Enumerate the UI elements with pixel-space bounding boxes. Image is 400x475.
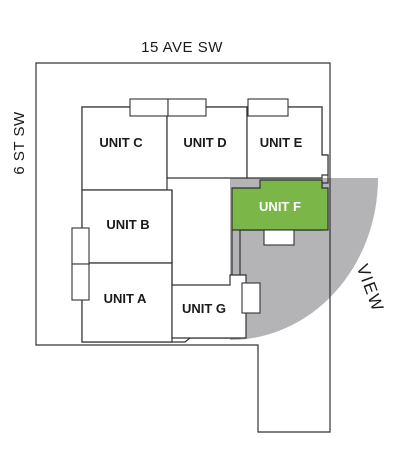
balcony xyxy=(71,227,90,265)
unit-label-e: UNIT E xyxy=(260,135,303,150)
balcony xyxy=(129,98,169,117)
street-north-label: 15 AVE SW xyxy=(141,39,223,56)
unit-label-a: UNIT A xyxy=(104,291,147,306)
unit-label-d: UNIT D xyxy=(183,135,226,150)
balcony xyxy=(167,98,207,117)
street-west-label: 6 ST SW xyxy=(11,111,28,175)
unit-label-f: UNIT F xyxy=(259,199,301,214)
unit-label-c: UNIT C xyxy=(99,135,143,150)
balcony xyxy=(71,263,90,301)
balcony xyxy=(241,282,261,314)
unit-label-b: UNIT B xyxy=(106,217,149,232)
unit-a-outline xyxy=(81,262,173,343)
unit-label-g: UNIT G xyxy=(182,301,226,316)
view-label: VIEW xyxy=(353,262,388,315)
site-boundary xyxy=(35,62,331,433)
unit-e-outline xyxy=(246,106,329,179)
unit-g-outline xyxy=(171,274,247,339)
balcony xyxy=(263,229,295,246)
balcony xyxy=(247,98,289,117)
